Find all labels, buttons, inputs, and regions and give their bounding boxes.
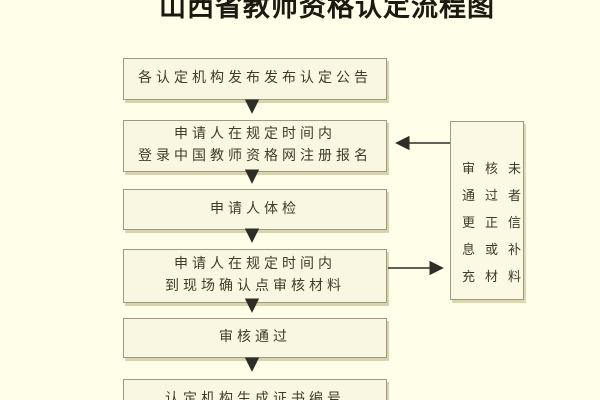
side-box-text: 息或补 xyxy=(462,242,532,257)
flow-box-announcement: 各认定机构发布发布认定公告 xyxy=(123,58,387,100)
side-box-text: 充材料 xyxy=(462,269,532,284)
flow-box-text: 申请人体检 xyxy=(210,201,300,217)
flow-box-text: 申请人在规定时间内 xyxy=(174,257,336,272)
flow-box-text: 登录中国教师资格网注册报名 xyxy=(138,149,372,164)
flow-box-certificate-number: 认定机构生成证书编号 xyxy=(123,379,387,400)
side-box-text: 通过者 xyxy=(462,188,532,203)
flow-box-onsite-confirmation: 申请人在规定时间内 到现场确认点审核材料 xyxy=(123,249,387,303)
flow-box-correction-side-note: 审核未 通过者 更正信 息或补 充材料 xyxy=(450,121,524,300)
flow-box-text: 申请人在规定时间内 xyxy=(174,127,336,142)
flow-box-review-passed: 审核通过 xyxy=(123,318,387,358)
flow-box-text: 认定机构生成证书编号 xyxy=(165,392,345,400)
flow-box-text: 到现场确认点审核材料 xyxy=(165,279,345,294)
side-box-text: 更正信 xyxy=(462,215,532,230)
flow-box-text: 各认定机构发布发布认定公告 xyxy=(138,71,372,86)
page-title: 山西省教师资格认定流程图 xyxy=(159,0,495,22)
flow-box-text: 审核通过 xyxy=(219,330,291,345)
flow-box-online-registration: 申请人在规定时间内 登录中国教师资格网注册报名 xyxy=(123,120,387,172)
flow-box-physical-exam: 申请人体检 xyxy=(123,189,387,230)
side-box-text: 审核未 xyxy=(462,161,532,176)
